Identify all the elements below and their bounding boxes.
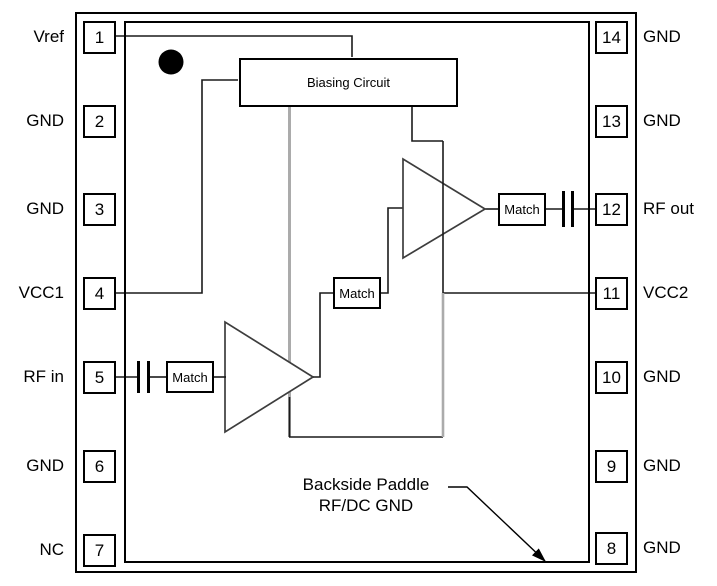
- match-block-input: Match: [166, 361, 214, 393]
- pin-label-gnd9: GND: [643, 456, 681, 475]
- pin-box-1: 1: [83, 21, 116, 54]
- pin-box-2: 2: [83, 105, 116, 138]
- pin-box-6: 6: [83, 450, 116, 483]
- bias-out-wire: [411, 106, 443, 142]
- backside-paddle-annotation: Backside Paddle RF/DC GND: [256, 474, 476, 516]
- pin-label-gnd6: GND: [26, 456, 64, 475]
- output-capacitor-icon: [562, 191, 565, 227]
- die-outline: [124, 21, 590, 563]
- pin-label-rfout: RF out: [643, 199, 695, 218]
- pin-number: 8: [606, 539, 617, 558]
- pin-number: 9: [606, 457, 617, 476]
- pin-box-4: 4: [83, 277, 116, 310]
- match-label: Match: [339, 285, 375, 301]
- pin-box-11: 11: [595, 277, 628, 310]
- amplifier2-triangle: [402, 157, 487, 260]
- biasing-circuit-label: Biasing Circuit: [306, 75, 391, 90]
- pin-number: 7: [94, 541, 105, 560]
- backside-paddle-line1: Backside Paddle: [302, 475, 430, 494]
- pin-label-gnd8: GND: [643, 538, 681, 557]
- pin-number: 6: [94, 457, 105, 476]
- signal-wires: [115, 35, 595, 438]
- pin-label-gnd10: GND: [643, 367, 681, 386]
- pin-box-14: 14: [595, 21, 628, 54]
- match-block-interstage: Match: [333, 277, 381, 309]
- pin-number: 14: [602, 28, 621, 47]
- pin-box-8: 8: [595, 532, 628, 565]
- pin-box-9: 9: [595, 450, 628, 483]
- pin-number: 3: [94, 200, 105, 219]
- pin-number: 2: [94, 112, 105, 131]
- pin-label-gnd3: GND: [26, 199, 64, 218]
- pin-box-5: 5: [83, 361, 116, 394]
- output-capacitor-icon: [571, 191, 574, 227]
- vcc1-wire: [115, 79, 238, 294]
- pin-number: 13: [602, 112, 621, 131]
- pin-number: 4: [94, 284, 105, 303]
- input-capacitor-icon: [147, 361, 150, 393]
- pin-number: 1: [94, 28, 105, 47]
- biasing-circuit-block: Biasing Circuit: [239, 58, 458, 107]
- pin-label-rfin: RF in: [23, 367, 64, 386]
- pin-label-vref: Vref: [33, 27, 64, 46]
- pin-number: 11: [602, 284, 621, 303]
- interstage-wire-a: [313, 292, 333, 378]
- input-capacitor-icon: [137, 361, 140, 393]
- pin-box-10: 10: [595, 361, 628, 394]
- match-label: Match: [172, 369, 208, 385]
- package-outline: [75, 12, 637, 573]
- pin-label-nc: NC: [39, 540, 64, 559]
- pin-label-gnd2: GND: [26, 111, 64, 130]
- capacitors: [137, 191, 574, 393]
- pin1-indicator-dot: [158, 49, 184, 75]
- pin-label-vcc2: VCC2: [643, 283, 689, 302]
- pin-label-gnd13: GND: [643, 111, 681, 130]
- pin-box-3: 3: [83, 193, 116, 226]
- pin-number: 5: [94, 368, 105, 387]
- pin-label-vcc1: VCC1: [18, 283, 64, 302]
- interstage-wire-b: [380, 207, 404, 294]
- pin-box-7: 7: [83, 534, 116, 567]
- vref-wire: [115, 35, 353, 57]
- pin-label-gnd14: GND: [643, 27, 681, 46]
- backside-paddle-line2: RF/DC GND: [318, 496, 414, 515]
- pin-number: 12: [602, 200, 621, 219]
- match-label: Match: [504, 202, 540, 217]
- pin-number: 10: [602, 368, 621, 387]
- backside-paddle-arrow: [448, 486, 547, 562]
- match-block-output: Match: [498, 193, 546, 226]
- pin-box-12: 12: [595, 193, 628, 226]
- pin-box-13: 13: [595, 105, 628, 138]
